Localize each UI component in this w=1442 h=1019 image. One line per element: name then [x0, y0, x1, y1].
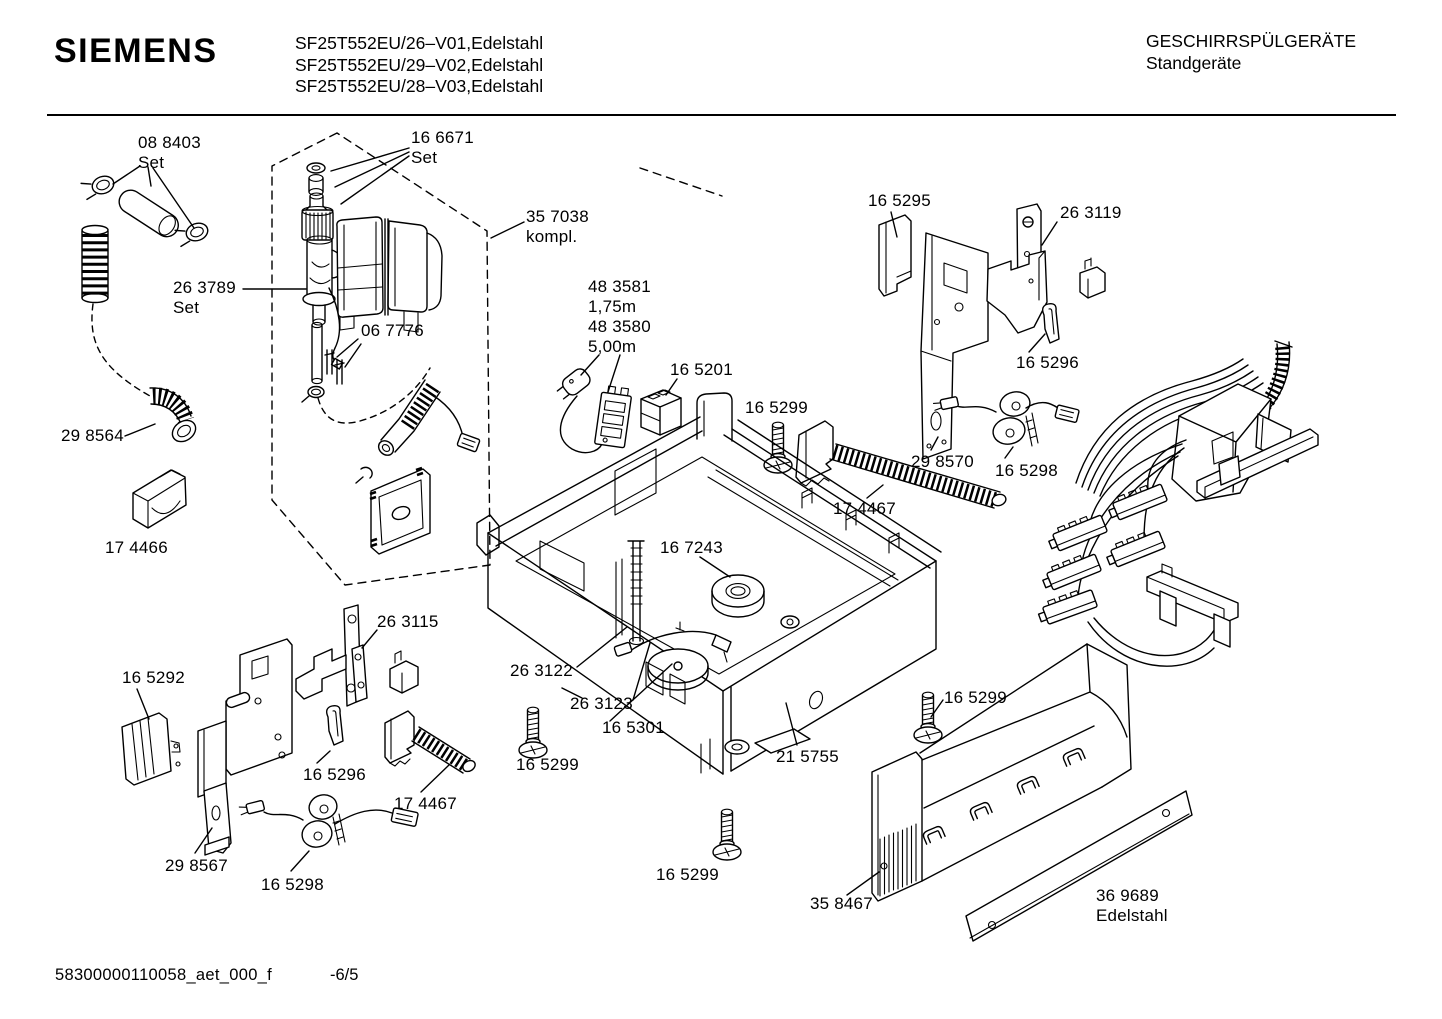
part-29-8570-plate — [920, 232, 989, 460]
part-label: 26 3115 — [377, 612, 439, 631]
model-line: SF25T552EU/29–V02,Edelstahl — [295, 54, 544, 75]
part-label: 16 5299 — [745, 398, 808, 417]
category-subtitle: Standgeräte — [1146, 52, 1242, 73]
part-36-9689-trim-strip — [965, 790, 1193, 942]
part-label: 17 4467 — [394, 794, 457, 813]
part-label: 16 7243 — [660, 538, 723, 557]
part-label: 16 5298 — [261, 875, 324, 894]
part-label: 06 7776 — [361, 321, 424, 340]
part-16-5298-switch-lower — [238, 794, 419, 848]
part-label: 16 5299 — [944, 688, 1007, 707]
model-line: SF25T552EU/28–V03,Edelstahl — [295, 76, 544, 96]
part-label: 16 5299 — [656, 865, 719, 884]
document-id: 58300000110058_aet_000_f — [55, 966, 273, 984]
part-label: 16 5296 — [1016, 353, 1079, 372]
model-list: SF25T552EU/26–V01,Edelstahl SF25T552EU/2… — [295, 33, 543, 98]
part-16-5296-clip-lower — [325, 704, 344, 746]
part-08-8403-clamp-set — [80, 175, 209, 248]
part-17-4467-heater-lower — [384, 710, 476, 774]
part-29-8564-drain-hose — [81, 224, 197, 443]
part-label: 16 5301 — [602, 718, 665, 737]
part-label: 16 5295 — [868, 191, 931, 210]
part-label: 08 8403 Set — [138, 133, 201, 172]
part-35-7038-aquastop-assembly — [301, 162, 481, 555]
part-label: 48 3581 1,75m 48 3580 5,00m — [588, 277, 651, 356]
part-label: 29 8567 — [165, 856, 228, 875]
part-label: 16 5298 — [995, 461, 1058, 480]
part-48-3581-power-cord — [556, 368, 632, 454]
part-label: 36 9689 Edelstahl — [1096, 886, 1168, 925]
part-26-3115-bracket — [295, 604, 419, 707]
part-21-5755-base-pan — [476, 392, 942, 775]
part-label: 35 8467 — [810, 894, 873, 913]
part-label: 26 3119 — [1060, 203, 1122, 222]
part-label: 29 8564 — [61, 426, 124, 445]
part-label: 17 4466 — [105, 538, 168, 557]
brand-logo: SIEMENS — [54, 32, 218, 70]
part-label: 17 4467 — [833, 499, 896, 518]
part-17-4467-heater-upper — [795, 420, 1007, 509]
category-block: GESCHIRRSPÜLGERÄTE Standgeräte — [1146, 31, 1356, 74]
part-label: 16 5292 — [122, 668, 185, 687]
part-label: 16 5299 — [516, 755, 579, 774]
header-divider — [47, 114, 1396, 116]
part-label: 26 3789 Set — [173, 278, 236, 317]
part-label: 16 6671 Set — [411, 128, 474, 167]
part-29-8567-plate — [197, 638, 293, 856]
model-line: SF25T552EU/26–V01,Edelstahl — [295, 33, 544, 53]
part-label: 35 7038 kompl. — [526, 207, 589, 246]
part-35-8467-toe-panel — [871, 643, 1132, 902]
part-17-4466-bracket — [132, 469, 187, 529]
part-16-5292-cover — [121, 712, 181, 786]
leader-lines — [112, 147, 1058, 896]
part-label: 16 5296 — [303, 765, 366, 784]
part-16-5298-switch-upper — [932, 391, 1080, 447]
part-label: 16 5201 — [670, 360, 733, 379]
part-label: 29 8570 — [911, 452, 974, 471]
part-label: 21 5755 — [776, 747, 839, 766]
part-label: 26 3122 — [510, 661, 573, 680]
part-26-3119-bracket — [986, 203, 1106, 344]
part-label: 26 3123 — [570, 694, 633, 713]
category-title: GESCHIRRSPÜLGERÄTE — [1146, 31, 1357, 51]
page-reference: -6/5 — [330, 966, 359, 984]
part-16-5201-box — [640, 389, 682, 436]
part-16-5295-bracket — [878, 214, 912, 297]
aquastop-set-boundary — [271, 132, 723, 586]
wiring-harness-assembly — [1034, 340, 1319, 667]
